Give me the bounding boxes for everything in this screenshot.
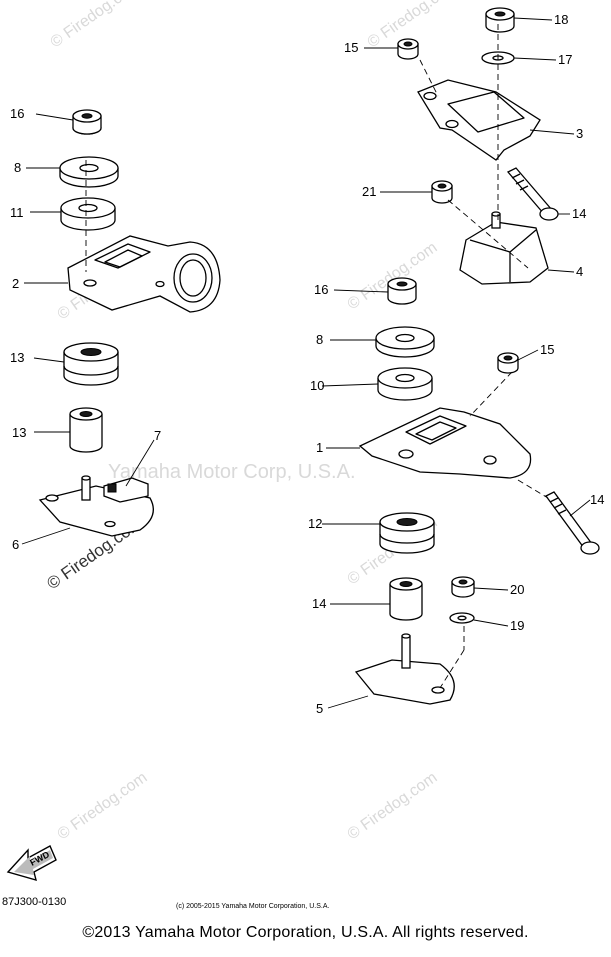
callout-8-left: 8 [14,160,21,175]
callout-14-lower: 14 [590,492,604,507]
callout-14-top: 14 [572,206,586,221]
part-9-spacer [377,367,433,401]
watermark-brand: Yamaha Motor Corp, U.S.A. [108,461,356,483]
callout-4: 4 [576,264,583,279]
part-1-bracket [358,407,532,479]
callout-16-left: 16 [10,106,24,121]
fine-print-copyright: (c) 2005-2015 Yamaha Motor Corporation, … [176,903,330,910]
part-2-bracket [67,235,221,313]
watermark: © Firedog.com [55,769,151,843]
callout-1: 1 [316,440,323,455]
part-7-clip [103,477,149,503]
part-15-nut-right [497,352,519,374]
part-8-washer-left [59,156,119,188]
callout-9: 10 [310,378,324,393]
part-14-bolt-lower [545,491,600,555]
part-19-washer [449,612,475,624]
callout-15-right: 15 [540,342,554,357]
part-16-nut-left [72,109,102,135]
callout-3: 3 [576,126,583,141]
footer-copyright: ©2013 Yamaha Motor Corporation, U.S.A. A… [82,924,529,941]
part-10-spacer-left [60,197,116,231]
part-21-nut [431,180,453,204]
leader-lines [21,17,591,709]
callout-21: 21 [362,184,376,199]
part-16-nut-right [387,277,417,305]
part-14-bolt-top [506,167,559,221]
part-13-collar-left [69,407,103,453]
callout-19: 19 [510,618,524,633]
part-5-plate [354,633,455,705]
part-4-engine-mount [459,211,549,285]
callout-11: 12 [308,516,322,531]
callout-13-left: 13 [12,425,26,440]
part-12-rubber-mount-left [63,342,119,386]
callout-16-right: 16 [314,282,328,297]
fwd-arrow-icon: FWD [6,845,57,882]
callout-12: 13 [10,350,24,365]
callout-7: 7 [154,428,161,443]
part-8-washer-right [375,326,435,358]
callout-2: 2 [12,276,19,291]
part-15-nut-top [397,38,419,60]
part-11-rubber-mount [379,512,435,554]
callout-20: 20 [510,582,524,597]
part-20-nut [451,576,475,598]
watermark: © Firedog.com [345,769,441,843]
watermark-layer: © Firedog.com © Firedog.com © Firedog.co… [43,0,460,843]
callout-10: 11 [10,205,24,220]
assembly-lines [85,24,549,689]
callout-13-right: 14 [312,596,326,611]
callout-18: 18 [554,12,568,27]
callout-17: 17 [558,52,572,67]
part-18-nut [485,7,515,33]
watermark: © Firedog.com [48,0,144,51]
part-3-bracket [417,79,541,161]
callout-5: 5 [316,701,323,716]
diagram-code: 87J300-0130 [2,896,67,908]
callout-15-top: 15 [344,40,358,55]
part-13-collar-right [389,577,423,621]
callouts: 16 8 11 2 13 13 7 6 18 15 17 3 21 14 4 1… [10,12,604,716]
callout-8-right: 8 [316,332,323,347]
callout-6: 6 [12,537,19,552]
